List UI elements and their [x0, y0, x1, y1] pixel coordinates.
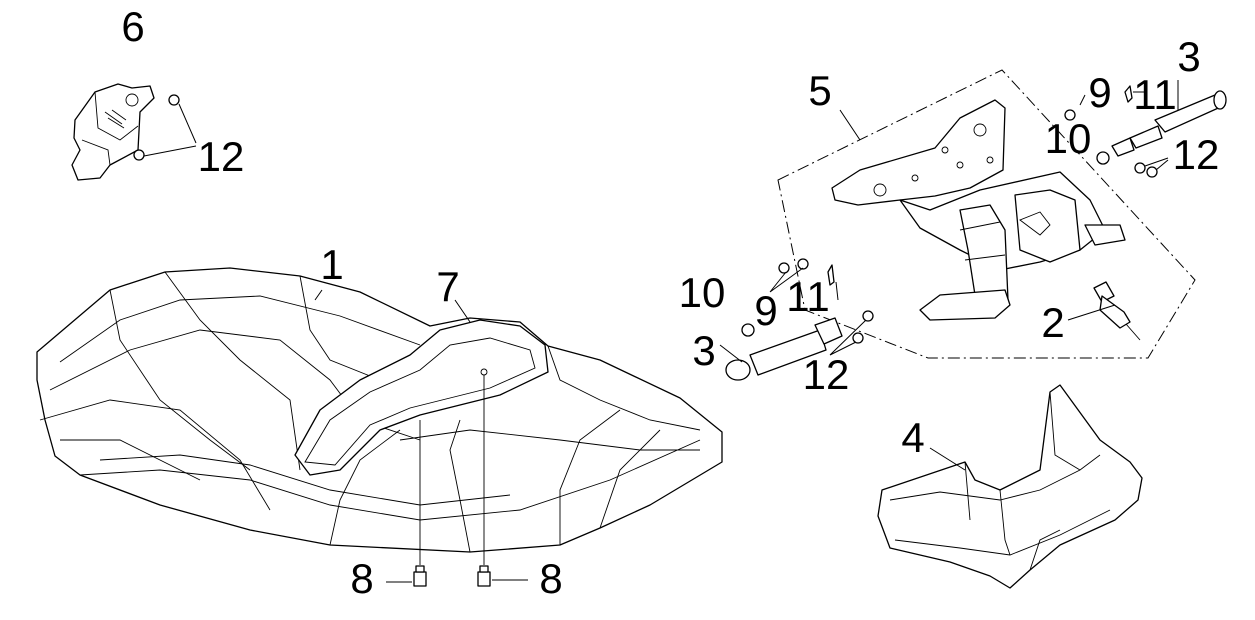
callout-8-right: 8	[539, 555, 562, 602]
callout-3-upper: 3	[1177, 33, 1200, 80]
callout-12-right: 12	[1173, 131, 1220, 178]
callout-3-lower: 3	[692, 327, 715, 374]
callout-12-middle: 12	[803, 351, 850, 398]
callout-2: 2	[1041, 299, 1064, 346]
callout-10-upper: 10	[1045, 115, 1092, 162]
callout-11-upper: 11	[1133, 71, 1177, 118]
callout-12-top-left: 12	[198, 133, 245, 180]
seat-latch-assembly	[71, 83, 197, 181]
storage-tray	[877, 384, 1143, 589]
callout-6: 6	[121, 3, 144, 50]
callout-5: 5	[808, 67, 831, 114]
bolt-right	[477, 565, 491, 587]
callout-8-left: 8	[350, 555, 373, 602]
switch-sensor	[1067, 281, 1141, 341]
callout-10-lower: 10	[679, 269, 726, 316]
callout-9-lower: 9	[754, 287, 777, 334]
bolt-left	[413, 565, 427, 587]
callout-7: 7	[436, 263, 459, 310]
callout-11-lower: 11	[786, 273, 830, 320]
callout-1: 1	[320, 241, 343, 288]
gas-strut-upper	[1111, 80, 1227, 157]
seat-cover-pad	[294, 319, 549, 565]
callout-4: 4	[901, 414, 924, 461]
bracket-assembly	[777, 69, 1196, 359]
callout-9-upper: 9	[1088, 69, 1111, 116]
gas-strut-lower	[719, 317, 843, 381]
hardware-fasteners	[741, 85, 1169, 356]
